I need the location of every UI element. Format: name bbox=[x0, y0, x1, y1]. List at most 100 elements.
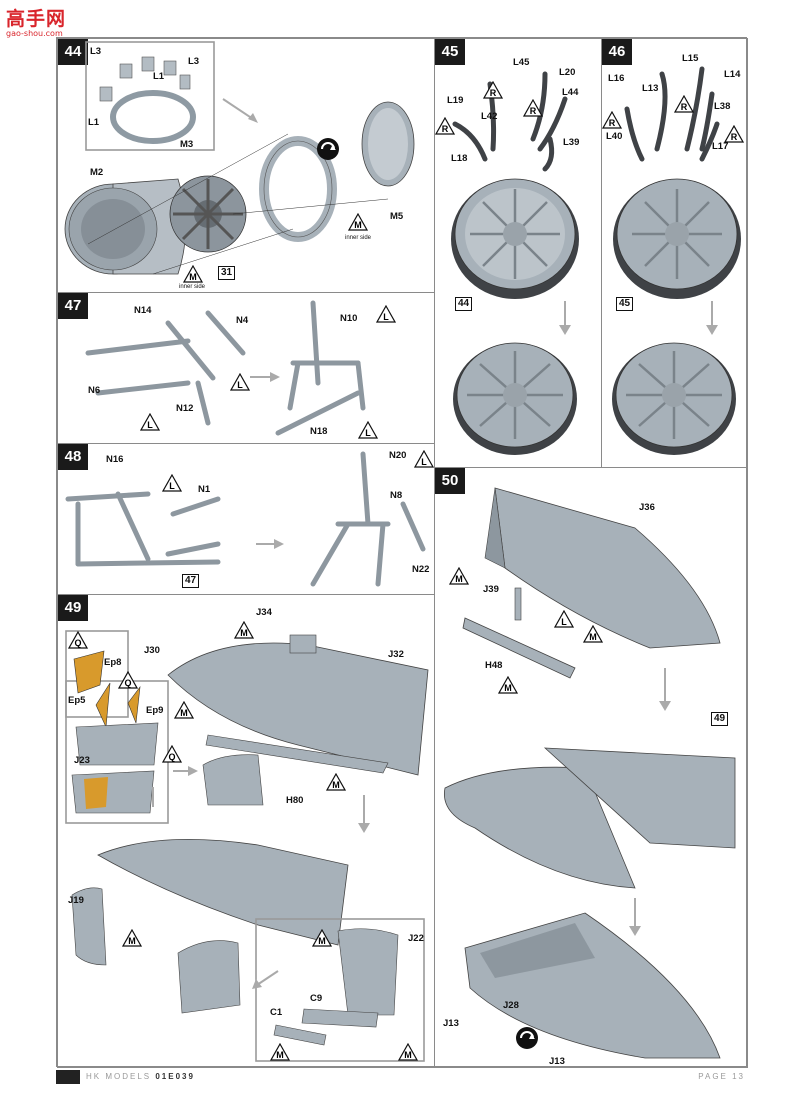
label-N1: N1 bbox=[198, 484, 211, 495]
warning-triangle-icon: L bbox=[162, 474, 182, 492]
step-50-illustration bbox=[443, 487, 736, 1059]
warning-triangle-icon: M bbox=[348, 213, 368, 231]
label-L42: L42 bbox=[481, 111, 498, 122]
label-N6: N6 bbox=[88, 385, 101, 396]
triangle-L-letter: L bbox=[237, 380, 243, 390]
label-L14: L14 bbox=[724, 69, 741, 80]
footer-product-code: 01E039 bbox=[155, 1072, 195, 1081]
warning-triangle-icon: M bbox=[449, 567, 469, 585]
warning-triangle-icon: R bbox=[435, 117, 455, 135]
triangle-L-letter: L bbox=[365, 428, 371, 438]
label-L38: L38 bbox=[714, 101, 731, 112]
step-48-illustration bbox=[65, 451, 426, 587]
footer-brand-name: HK MODELS bbox=[86, 1072, 152, 1081]
label-inner-side: inner side bbox=[345, 235, 372, 241]
triangle-M-letter: M bbox=[504, 683, 512, 693]
triangle-M-letter: M bbox=[240, 628, 248, 638]
step-47-illustration bbox=[85, 300, 366, 436]
step-47-number: 47 bbox=[58, 293, 88, 319]
label-J13: J13 bbox=[549, 1056, 565, 1067]
step-47-panel: 47 N14 N4 N6 N12 N10 N18 L L L L bbox=[57, 292, 435, 444]
step-44-number: 44 bbox=[58, 39, 88, 65]
warning-triangle-icon: M bbox=[270, 1043, 290, 1061]
step-46-number: 46 bbox=[602, 39, 632, 65]
instruction-page-frame: 44 bbox=[56, 37, 748, 1068]
label-L44: L44 bbox=[562, 87, 579, 98]
hk-models-logo bbox=[56, 1070, 80, 1084]
label-L18: L18 bbox=[451, 153, 468, 164]
step-50-number: 50 bbox=[435, 468, 465, 494]
label-Ep9: Ep9 bbox=[146, 705, 164, 716]
step-49-number: 49 bbox=[58, 595, 88, 621]
triangle-Q-letter: Q bbox=[74, 638, 81, 648]
label-M3: M3 bbox=[180, 139, 194, 150]
triangle-Q-letter: Q bbox=[124, 678, 131, 688]
warning-triangle-icon: M bbox=[326, 773, 346, 791]
triangle-M-letter: M bbox=[180, 708, 188, 718]
warning-triangle-icon: M bbox=[122, 929, 142, 947]
warning-triangle-icon: Q bbox=[162, 745, 182, 763]
triangle-L-letter: L bbox=[383, 312, 389, 322]
triangle-M-letter: M bbox=[354, 220, 362, 230]
label-J32: J32 bbox=[388, 649, 404, 660]
warning-triangle-icon: L bbox=[554, 610, 574, 628]
step-49-illustration bbox=[65, 630, 429, 1062]
triangle-M-letter: M bbox=[589, 632, 597, 642]
ref-step-31: 31 bbox=[218, 266, 236, 280]
watermark-logo: 高手网 gao-shou.com bbox=[6, 4, 66, 38]
triangle-L-letter: L bbox=[147, 420, 153, 430]
label-J28: J28 bbox=[503, 1000, 519, 1011]
warning-triangle-icon: R bbox=[724, 125, 744, 143]
step-48-number: 48 bbox=[58, 444, 88, 470]
label-C9: C9 bbox=[310, 993, 323, 1004]
label-Ep8: Ep8 bbox=[104, 657, 122, 668]
triangle-R-letter: R bbox=[731, 132, 738, 142]
step-46-illustration bbox=[612, 66, 741, 455]
watermark-text: 高手网 bbox=[6, 8, 67, 30]
label-N22: N22 bbox=[412, 564, 430, 575]
label-J23: J23 bbox=[74, 755, 90, 766]
label-L17: L17 bbox=[712, 141, 729, 152]
label-H48: H48 bbox=[485, 660, 503, 671]
rotate-view-icon bbox=[516, 1027, 538, 1049]
label-C1: C1 bbox=[270, 1007, 283, 1018]
step-44-illustration bbox=[64, 41, 415, 275]
warning-triangle-icon: M bbox=[174, 701, 194, 719]
label-N16: N16 bbox=[106, 454, 124, 465]
label-N20: N20 bbox=[389, 450, 407, 461]
triangle-M-letter: M bbox=[276, 1050, 284, 1060]
label-L1: L1 bbox=[153, 71, 165, 82]
warning-triangle-icon: M bbox=[498, 676, 518, 694]
triangle-R-letter: R bbox=[609, 118, 616, 128]
step-46-panel: 46 L15 L16 L13 bbox=[601, 38, 748, 468]
label-N4: N4 bbox=[236, 315, 249, 326]
label-J34: J34 bbox=[256, 607, 272, 618]
triangle-R-letter: R bbox=[530, 106, 537, 116]
label-N14: N14 bbox=[134, 305, 152, 316]
rotate-view-icon bbox=[317, 138, 339, 160]
triangle-L-letter: L bbox=[169, 481, 175, 491]
ref-step-47: 47 bbox=[182, 574, 200, 588]
label-L40: L40 bbox=[606, 131, 623, 142]
label-L39: L39 bbox=[563, 137, 580, 148]
label-J36: J36 bbox=[639, 502, 655, 513]
footer-page-number: PAGE 13 bbox=[698, 1072, 745, 1081]
label-L1: L1 bbox=[88, 117, 100, 128]
step-49-panel: 49 J bbox=[57, 594, 435, 1068]
warning-triangle-icon: L bbox=[358, 421, 378, 439]
label-Ep5: Ep5 bbox=[68, 695, 86, 706]
label-N10: N10 bbox=[340, 313, 358, 324]
label-L16: L16 bbox=[608, 73, 625, 84]
label-N8: N8 bbox=[390, 490, 403, 501]
triangle-R-letter: R bbox=[681, 102, 688, 112]
warning-triangle-icon: R bbox=[602, 111, 622, 129]
warning-triangle-icon: L bbox=[140, 413, 160, 431]
label-J22: J22 bbox=[408, 933, 424, 944]
label-N12: N12 bbox=[176, 403, 194, 414]
step-50-panel: 50 J36 J39 H48 J28 J13 J13 49 M L M M bbox=[434, 467, 748, 1068]
warning-triangle-icon: L bbox=[414, 450, 434, 468]
label-M5: M5 bbox=[390, 211, 404, 222]
label-L20: L20 bbox=[559, 67, 576, 78]
warning-triangle-icon: M bbox=[398, 1043, 418, 1061]
warning-triangle-icon: M bbox=[312, 929, 332, 947]
